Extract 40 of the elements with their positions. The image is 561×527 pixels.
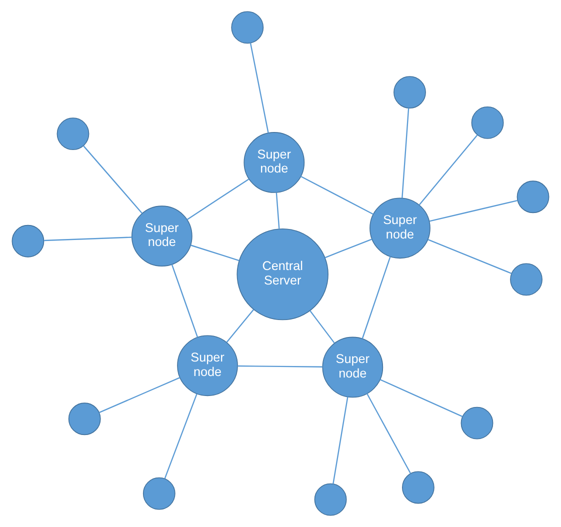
node-circle: [394, 76, 426, 108]
connector: [44, 236, 132, 242]
connector: [324, 238, 372, 258]
connector: [428, 238, 512, 274]
connector: [164, 394, 198, 479]
node-circle: [314, 483, 347, 516]
connector: [226, 309, 254, 343]
node-circle: [460, 406, 494, 440]
node-circle: Super node: [244, 132, 305, 193]
connector: [402, 108, 410, 198]
node-circle: [402, 471, 434, 504]
node-circle: [231, 11, 264, 44]
connector: [362, 256, 391, 339]
node-circle: [68, 402, 101, 436]
connector: [250, 43, 269, 133]
node-circle: [142, 477, 176, 510]
connector: [276, 192, 280, 229]
node-circle: Super node: [177, 335, 238, 396]
connector: [238, 365, 322, 368]
connector: [310, 310, 335, 344]
connector: [190, 244, 240, 262]
node-circle: Super node: [370, 198, 430, 259]
node-circle: [510, 263, 542, 296]
node-circle: Central Server: [236, 228, 328, 320]
connector: [366, 393, 412, 474]
connector: [300, 176, 374, 215]
connector: [186, 178, 249, 220]
connector: [332, 396, 348, 484]
node-circle: Super node: [131, 206, 192, 267]
node-circle: Super node: [322, 336, 384, 398]
node-circle: [471, 106, 504, 139]
connector: [83, 146, 143, 214]
connector: [380, 379, 463, 418]
node-circle: [12, 224, 44, 258]
connector: [171, 264, 198, 338]
node-circle: [56, 118, 90, 150]
connector: [429, 200, 518, 222]
node-circle: [516, 180, 550, 214]
connector: [98, 377, 180, 414]
connector: [418, 134, 478, 206]
